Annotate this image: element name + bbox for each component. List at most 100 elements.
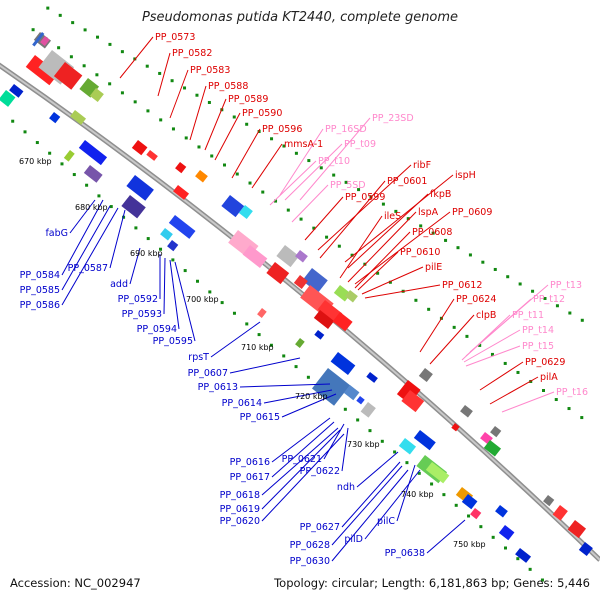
gene-label: PP_t13 <box>550 280 582 291</box>
gene-label: PP_0590 <box>242 108 282 119</box>
tick-dot <box>479 525 483 529</box>
gene-block <box>49 112 61 124</box>
gene-label: mmsA-1 <box>284 139 323 150</box>
gene-block <box>53 62 83 90</box>
leader-line <box>263 389 333 404</box>
leader-line <box>214 112 241 161</box>
leader-line <box>347 211 417 283</box>
gene-label: pilE <box>425 262 442 273</box>
tick-dot <box>232 311 236 315</box>
tick-dot <box>456 246 460 250</box>
tick-dot <box>270 137 274 141</box>
tick-dot <box>543 297 547 300</box>
tick-dot <box>405 461 409 465</box>
tick-dot <box>452 325 456 329</box>
gene-block <box>175 162 187 174</box>
gene-label: PP_0610 <box>400 247 440 258</box>
tick-dot <box>85 183 89 187</box>
tick-dot <box>319 166 323 170</box>
tick-dot <box>109 205 113 209</box>
gene-label: PP_t10 <box>318 156 350 167</box>
gene-label: PP_0594 <box>137 324 177 335</box>
leader-line <box>291 184 329 223</box>
tick-dot <box>454 503 458 507</box>
tick-dot <box>183 269 187 273</box>
leader-line <box>356 451 399 488</box>
gene-label: PP_0620 <box>220 516 260 527</box>
tick-dot <box>350 253 354 257</box>
tick-dot <box>540 578 544 582</box>
kbp-label: 710 kbp <box>241 343 274 352</box>
kbp-label: 730 kbp <box>347 440 380 449</box>
leader-lines <box>61 36 555 562</box>
gene-block <box>515 548 532 563</box>
gene-label: PP_0624 <box>456 294 496 305</box>
tick-dot <box>467 514 471 518</box>
tick-dot <box>516 557 520 561</box>
leader-line <box>361 266 424 295</box>
tick-dot <box>96 35 100 39</box>
tick-dot <box>158 71 162 75</box>
gene-label: PP_0627 <box>300 522 340 533</box>
tick-dot <box>306 375 310 379</box>
gene-label: PP_t14 <box>522 325 554 336</box>
leader-line <box>204 98 227 151</box>
tick-dot <box>531 289 535 293</box>
tick-dot <box>542 389 545 392</box>
tick-dot <box>134 226 138 230</box>
gene-label: pilD <box>344 534 363 545</box>
tick-dot <box>312 226 316 230</box>
leader-line <box>271 421 335 478</box>
tick-dot <box>57 46 61 50</box>
tick-dot <box>388 280 392 284</box>
leader-line <box>396 464 416 522</box>
tick-dot <box>442 493 446 497</box>
leader-line <box>169 259 180 330</box>
tick-dot <box>294 151 298 155</box>
tick-dot <box>357 188 361 192</box>
tick-dot <box>376 271 380 275</box>
tick-dot <box>325 235 329 239</box>
gene-block <box>461 494 478 510</box>
gene-label: ispH <box>455 170 476 181</box>
gene-block <box>9 84 24 98</box>
tick-dot <box>261 190 265 194</box>
tick-dot <box>69 55 73 59</box>
leader-line <box>465 345 521 367</box>
tick-dot <box>478 343 482 347</box>
gene-block <box>356 396 365 405</box>
gene-label: ileS <box>384 211 401 222</box>
tick-dot <box>171 127 175 131</box>
leader-line <box>344 174 454 263</box>
leader-line <box>119 36 154 79</box>
gene-label: ndh <box>337 482 355 493</box>
tick-dot <box>343 407 347 411</box>
leader-line <box>189 85 207 141</box>
tick-dot <box>72 173 76 177</box>
tick-dot <box>60 162 64 166</box>
kbp-label: 740 kbp <box>401 490 434 499</box>
tick-dot <box>516 370 520 374</box>
gene-label: PP_23SD <box>372 113 414 124</box>
gene-label: PP_0607 <box>188 368 228 379</box>
tick-dot <box>518 282 522 286</box>
leader-line <box>331 469 409 562</box>
gene-label: PP_0596 <box>262 124 302 135</box>
gene-label: pilC <box>377 516 395 527</box>
gene-block <box>345 289 358 303</box>
gene-block <box>552 504 568 521</box>
gene-label: PP_0618 <box>220 490 260 501</box>
leader-line <box>347 193 429 269</box>
tick-dot <box>58 13 62 17</box>
leader-line <box>279 128 324 196</box>
tick-dot <box>419 224 423 228</box>
tick-dot <box>344 180 348 184</box>
leader-line <box>463 329 521 363</box>
gene-label: clpB <box>476 310 496 321</box>
tick-dot <box>286 208 290 212</box>
tick-dot <box>299 217 303 221</box>
gene-label: PP_0614 <box>222 398 262 409</box>
gene-block <box>401 389 425 413</box>
tick-dot <box>414 298 418 302</box>
tick-dot <box>503 361 507 365</box>
